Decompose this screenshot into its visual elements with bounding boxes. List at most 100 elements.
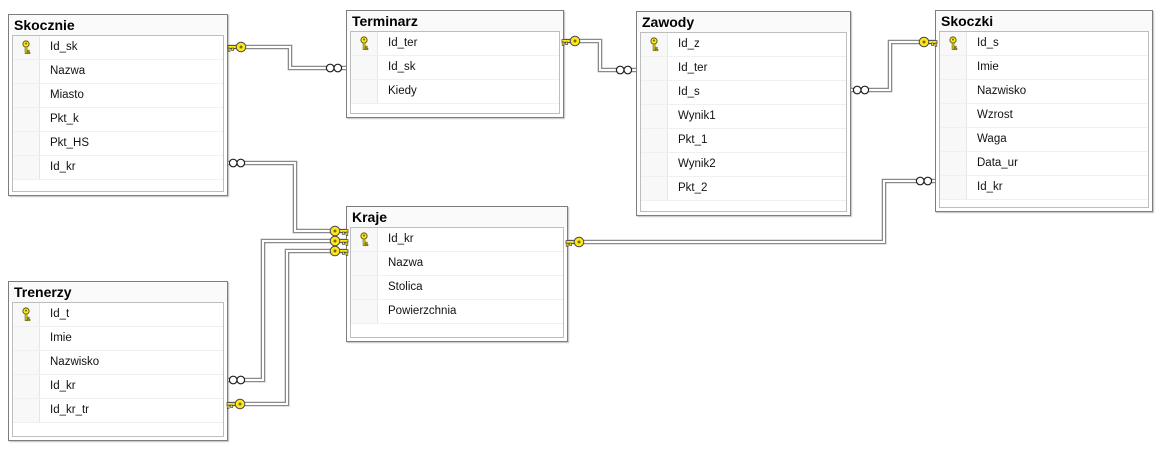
column-name: Id_t — [50, 308, 70, 320]
key-cell — [13, 36, 40, 59]
key-end-icon — [918, 36, 938, 48]
column-row[interactable]: Id_kr — [940, 176, 1148, 200]
column-name: Imie — [50, 332, 72, 344]
key-cell — [940, 104, 967, 127]
key-cell — [940, 176, 967, 199]
key-cell — [13, 84, 40, 107]
column-row[interactable]: Id_sk — [13, 36, 223, 60]
key-end-icon — [329, 225, 349, 237]
key-cell — [351, 228, 378, 251]
column-row[interactable]: Id_ter — [641, 57, 846, 81]
column-row[interactable]: Powierzchnia — [351, 300, 563, 324]
column-row[interactable]: Id_kr_tr — [13, 399, 223, 423]
relationship-skocznie-terminarz[interactable] — [228, 44, 346, 71]
key-cell — [13, 375, 40, 398]
column-row[interactable]: Id_kr — [13, 375, 223, 399]
table-title: Zawody — [637, 12, 850, 32]
column-name: Nazwa — [388, 257, 424, 269]
key-end-icon — [565, 236, 585, 248]
column-row[interactable]: Nazwa — [351, 252, 563, 276]
primary-key-icon — [22, 40, 31, 55]
column-name: Wzrost — [977, 109, 1013, 121]
column-row[interactable]: Nazwisko — [940, 80, 1148, 104]
column-row[interactable]: Miasto — [13, 84, 223, 108]
relationship-kraje-skoczki[interactable] — [568, 178, 935, 245]
column-name: Stolica — [388, 281, 423, 293]
many-end-icon — [228, 158, 246, 168]
key-cell — [641, 153, 668, 176]
key-cell — [641, 177, 668, 200]
table-title: Trenerzy — [9, 282, 227, 302]
column-row[interactable]: Id_ter — [351, 32, 559, 56]
key-cell — [641, 129, 668, 152]
column-row[interactable]: Id_t — [13, 303, 223, 327]
column-row[interactable]: Imie — [13, 327, 223, 351]
column-row[interactable]: Pkt_2 — [641, 177, 846, 201]
column-row[interactable]: Id_sk — [351, 56, 559, 80]
primary-key-icon — [949, 36, 958, 51]
column-row[interactable]: Data_ur — [940, 152, 1148, 176]
column-name: Miasto — [50, 89, 84, 101]
key-cell — [13, 132, 40, 155]
column-row[interactable]: Wynik2 — [641, 153, 846, 177]
key-cell — [641, 105, 668, 128]
relationship-kraje-skocznie[interactable] — [228, 160, 346, 234]
column-row[interactable]: Waga — [940, 128, 1148, 152]
key-cell — [13, 399, 40, 422]
column-name: Pkt_k — [50, 113, 79, 125]
column-row[interactable]: Id_s — [940, 32, 1148, 56]
column-name: Id_kr — [388, 233, 414, 245]
column-row[interactable]: Wynik1 — [641, 105, 846, 129]
column-name: Id_s — [678, 86, 700, 98]
column-row[interactable]: Id_kr — [351, 228, 563, 252]
column-row[interactable]: Imie — [940, 56, 1148, 80]
key-cell — [641, 57, 668, 80]
column-row[interactable]: Pkt_HS — [13, 132, 223, 156]
key-cell — [940, 56, 967, 79]
relationship-skoczki-zawody[interactable] — [851, 39, 935, 93]
key-cell — [641, 81, 668, 104]
column-row[interactable]: Pkt_k — [13, 108, 223, 132]
column-name: Id_kr — [50, 161, 76, 173]
column-name: Data_ur — [977, 157, 1018, 169]
column-name: Kiedy — [388, 85, 417, 97]
relationship-kraje-trenerzy-idkr[interactable] — [228, 238, 346, 383]
key-cell — [13, 156, 40, 179]
column-name: Pkt_HS — [50, 137, 89, 149]
primary-key-icon — [360, 232, 369, 247]
column-row[interactable]: Stolica — [351, 276, 563, 300]
key-cell — [13, 60, 40, 83]
key-end-icon — [226, 398, 246, 410]
column-row[interactable]: Nazwisko — [13, 351, 223, 375]
column-row[interactable]: Id_s — [641, 81, 846, 105]
column-name: Id_ter — [388, 37, 418, 49]
key-cell — [13, 303, 40, 326]
column-name: Nazwisko — [50, 356, 100, 368]
relationship-kraje-trenerzy-idkrtr[interactable] — [228, 248, 346, 407]
key-cell — [940, 152, 967, 175]
column-row[interactable]: Pkt_1 — [641, 129, 846, 153]
column-row[interactable]: Nazwa — [13, 60, 223, 84]
column-name: Id_sk — [388, 61, 416, 73]
column-row[interactable]: Id_kr — [13, 156, 223, 180]
key-cell — [351, 252, 378, 275]
column-name: Id_s — [977, 37, 999, 49]
column-row[interactable]: Kiedy — [351, 80, 559, 104]
key-end-icon — [329, 235, 349, 247]
primary-key-icon — [22, 307, 31, 322]
column-row[interactable]: Id_z — [641, 33, 846, 57]
key-cell — [940, 32, 967, 55]
key-cell — [351, 80, 378, 103]
table-title: Skoczki — [936, 11, 1152, 31]
column-row[interactable]: Wzrost — [940, 104, 1148, 128]
many-end-icon — [325, 63, 343, 73]
